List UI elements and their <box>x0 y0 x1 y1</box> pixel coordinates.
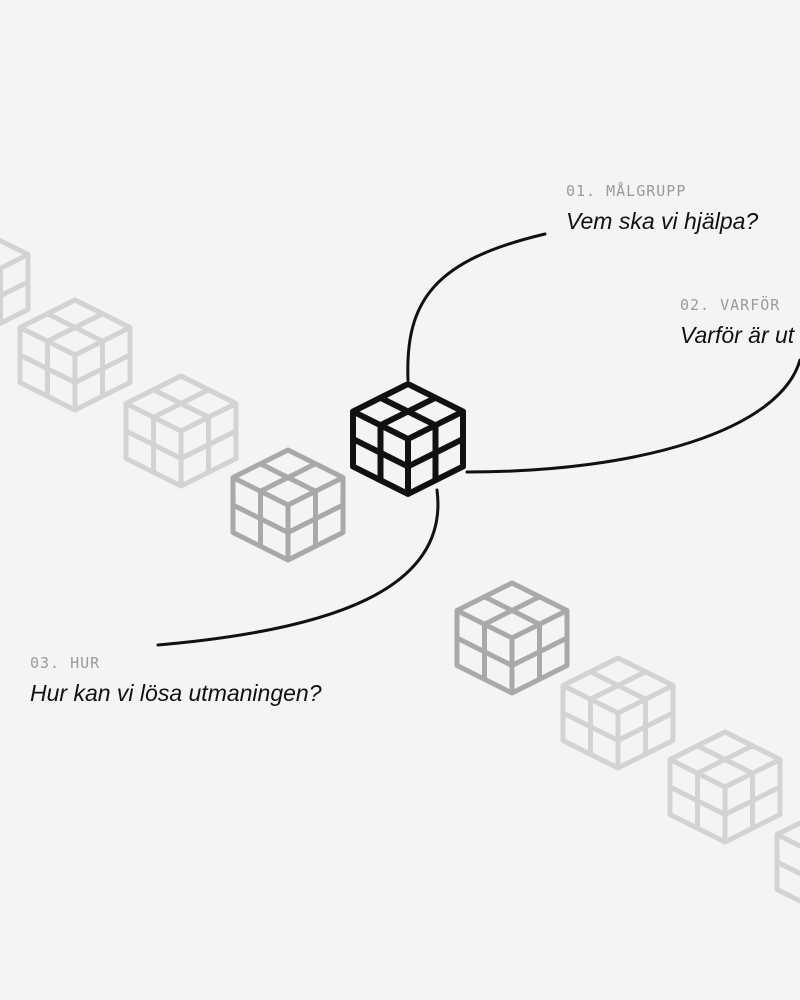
step-number-malgrupp: 01. MÅLGRUPP <box>566 182 687 200</box>
faded-cube-5 <box>454 580 570 696</box>
faded-cube-4 <box>230 447 346 563</box>
question-hur: Hur kan vi lösa utmaningen? <box>30 680 322 706</box>
connector-line-malgrupp <box>406 232 547 382</box>
faded-cube-3 <box>123 373 239 489</box>
faded-cube-7 <box>667 729 783 845</box>
connector-lines <box>156 232 800 647</box>
faded-cube-2 <box>17 297 133 413</box>
cube-chain <box>0 237 800 904</box>
question-malgrupp: Vem ska vi hjälpa? <box>566 208 759 234</box>
label-malgrupp: 01. MÅLGRUPP Vem ska vi hjälpa? <box>566 182 758 235</box>
faded-cube-6 <box>560 655 676 771</box>
connector-line-varfor <box>465 358 800 474</box>
step-number-varfor: 02. VARFÖR <box>680 296 781 314</box>
faded-cube-8 <box>774 820 800 904</box>
label-varfor: 02. VARFÖR Varför är ut <box>680 296 794 349</box>
connector-line-hur <box>156 488 440 647</box>
step-number-hur: 03. HUR <box>30 654 101 672</box>
faded-cube-1 <box>0 237 31 327</box>
question-varfor: Varför är ut <box>680 322 795 348</box>
focus-cube <box>350 381 466 497</box>
label-hur: 03. HUR Hur kan vi lösa utmaningen? <box>30 654 322 707</box>
focus-cube-group <box>350 381 466 497</box>
